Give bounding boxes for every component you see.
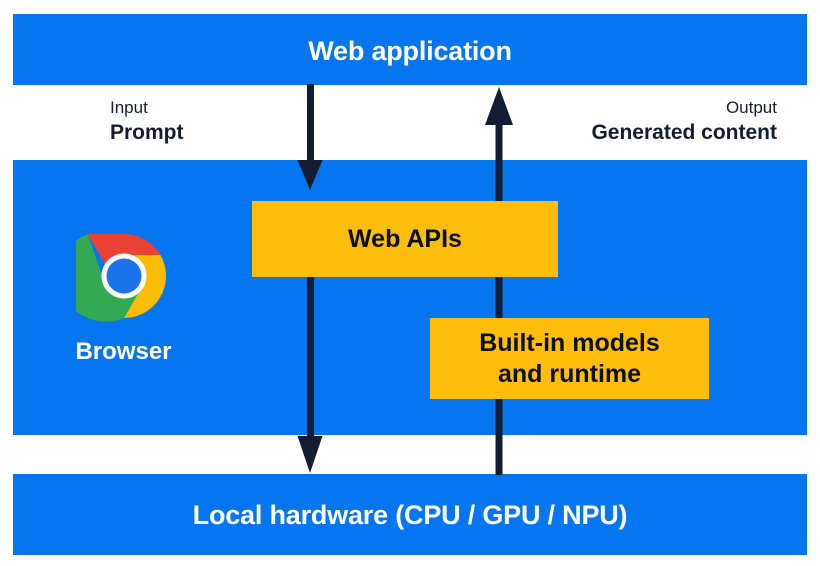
box-builtin-models: Built-in models and runtime — [430, 318, 709, 399]
browser-label: Browser — [75, 338, 172, 365]
builtin-models-line1: Built-in models — [479, 329, 660, 357]
downward-arrow-lower-icon — [297, 276, 323, 473]
web-apis-label: Web APIs — [348, 224, 462, 253]
builtin-models-label: Built-in models and runtime — [479, 328, 660, 389]
builtin-models-line2: and runtime — [497, 359, 642, 388]
input-label-group: Input Prompt — [110, 97, 184, 147]
box-web-apis: Web APIs — [252, 201, 558, 277]
output-kind-label: Output — [725, 98, 777, 117]
browser-group: Browser — [56, 228, 191, 366]
band-local-hardware: Local hardware (CPU / GPU / NPU) — [13, 474, 807, 555]
web-application-title: Web application — [308, 36, 512, 66]
input-kind-label: Input — [110, 98, 148, 117]
upward-arrow-icon — [485, 87, 513, 475]
local-hardware-title: Local hardware (CPU / GPU / NPU) — [192, 500, 628, 530]
input-value-label: Prompt — [110, 121, 184, 145]
chrome-logo-icon — [75, 234, 166, 322]
downward-arrow-icon — [297, 84, 323, 190]
output-value-label: Generated content — [591, 121, 777, 145]
band-web-application: Web application — [13, 14, 807, 85]
output-label-group: Output Generated content — [591, 97, 777, 147]
